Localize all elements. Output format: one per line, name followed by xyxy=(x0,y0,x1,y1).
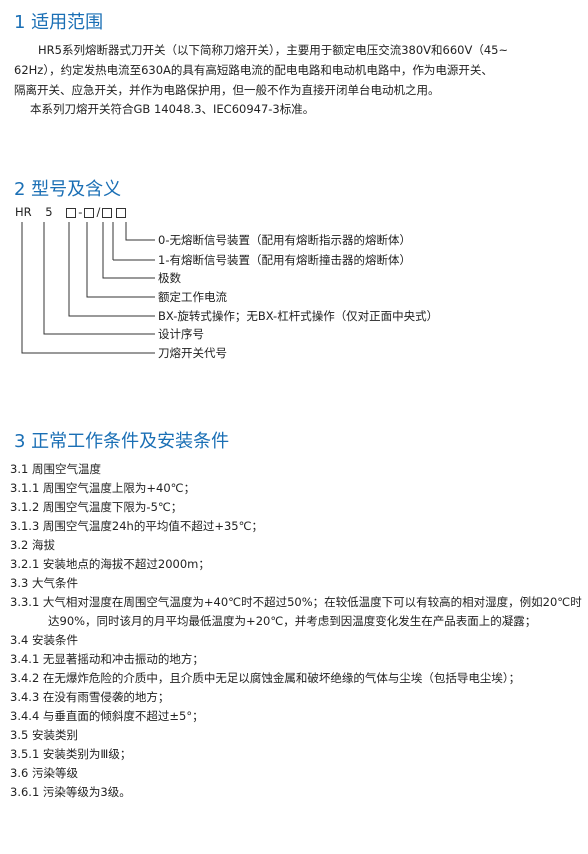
model-code-diagram: HR 5 -/ 0-无熔断信号装置（配用有熔断指示器的熔断体） 1-有熔断信号装… xyxy=(0,200,561,370)
section1-line-3: 隔离开关、应急开关，并作为电路保护用，但一般不作为直接开闭单台电动机之用。 xyxy=(14,83,440,97)
item-3-3: 3.3 大气条件 xyxy=(10,576,78,590)
section1-line-4: 本系列刀熔开关符合GB 14048.3、IEC60947-3标准。 xyxy=(30,102,315,116)
item-3-5-1: 3.5.1 安装类别为Ⅲ级； xyxy=(10,747,132,761)
item-3-1-3: 3.1.3 周围空气温度24h的平均值不超过+35℃； xyxy=(10,519,264,533)
item-3-6-1: 3.6.1 污染等级为3级。 xyxy=(10,785,131,799)
item-3-4-2: 3.4.2 在无爆炸危险的介质中，且介质中无足以腐蚀金属和破坏绝缘的气体与尘埃（… xyxy=(10,671,521,685)
item-3-1-2: 3.1.2 周围空气温度下限为-5℃； xyxy=(10,500,183,514)
item-3-4-3: 3.4.3 在没有雨雪侵袭的地方； xyxy=(10,690,170,704)
label-0-no-signal: 0-无熔断信号装置（配用有熔断指示器的熔断体） xyxy=(158,233,411,247)
label-1-with-signal: 1-有熔断信号装置（配用有熔断撞击器的熔断体） xyxy=(158,253,411,267)
code-box-2 xyxy=(84,207,95,218)
model-code: HR 5 -/ xyxy=(15,205,128,219)
label-poles: 极数 xyxy=(158,271,181,285)
section2-heading: 2 型号及含义 xyxy=(14,179,122,200)
section1-heading: 1 适用范围 xyxy=(14,12,104,33)
item-3-4-1: 3.4.1 无显著摇动和冲击振动的地方； xyxy=(10,652,204,666)
conditions-list: 3.1 周围空气温度 3.1.1 周围空气温度上限为+40℃； 3.1.2 周围… xyxy=(10,460,582,802)
item-3-5: 3.5 安装类别 xyxy=(10,728,78,742)
code-box-1 xyxy=(66,207,77,218)
code-box-3 xyxy=(102,207,113,218)
diagram-leader-lines xyxy=(21,222,155,354)
item-3-6: 3.6 污染等级 xyxy=(10,766,78,780)
label-rated-current: 额定工作电流 xyxy=(158,290,227,304)
item-3-2-1: 3.2.1 安装地点的海拔不超过2000m； xyxy=(10,557,210,571)
code-series: 5 xyxy=(45,205,53,219)
item-3-2: 3.2 海拔 xyxy=(10,538,55,552)
label-operation-type: BX-旋转式操作；无BX-杠杆式操作（仅对正面中央式） xyxy=(158,309,439,323)
item-3-1-1: 3.1.1 周围空气温度上限为+40℃； xyxy=(10,481,196,495)
label-product-code: 刀熔开关代号 xyxy=(158,346,227,360)
section1-line-2: 62Hz），约定发热电流至630A的具有高短路电流的配电电路和电动机电路中，作为… xyxy=(14,63,493,77)
label-design-serial: 设计序号 xyxy=(158,327,204,341)
code-prefix: HR xyxy=(15,205,32,219)
code-dash: - xyxy=(78,205,83,219)
item-3-1: 3.1 周围空气温度 xyxy=(10,462,101,476)
code-slash: / xyxy=(96,205,101,219)
item-3-3-1: 3.3.1 大气相对湿度在周围空气温度为+40℃时不超过50%；在较低温度下可以… xyxy=(10,595,582,628)
item-3-4: 3.4 安装条件 xyxy=(10,633,78,647)
section3-heading: 3 正常工作条件及安装条件 xyxy=(14,431,230,452)
item-3-4-4: 3.4.4 与垂直面的倾斜度不超过±5°； xyxy=(10,709,204,723)
section1-line-1: HR5系列熔断器式刀开关（以下简称刀熔开关），主要用于额定电压交流380V和66… xyxy=(38,43,509,57)
code-box-4 xyxy=(116,207,127,218)
